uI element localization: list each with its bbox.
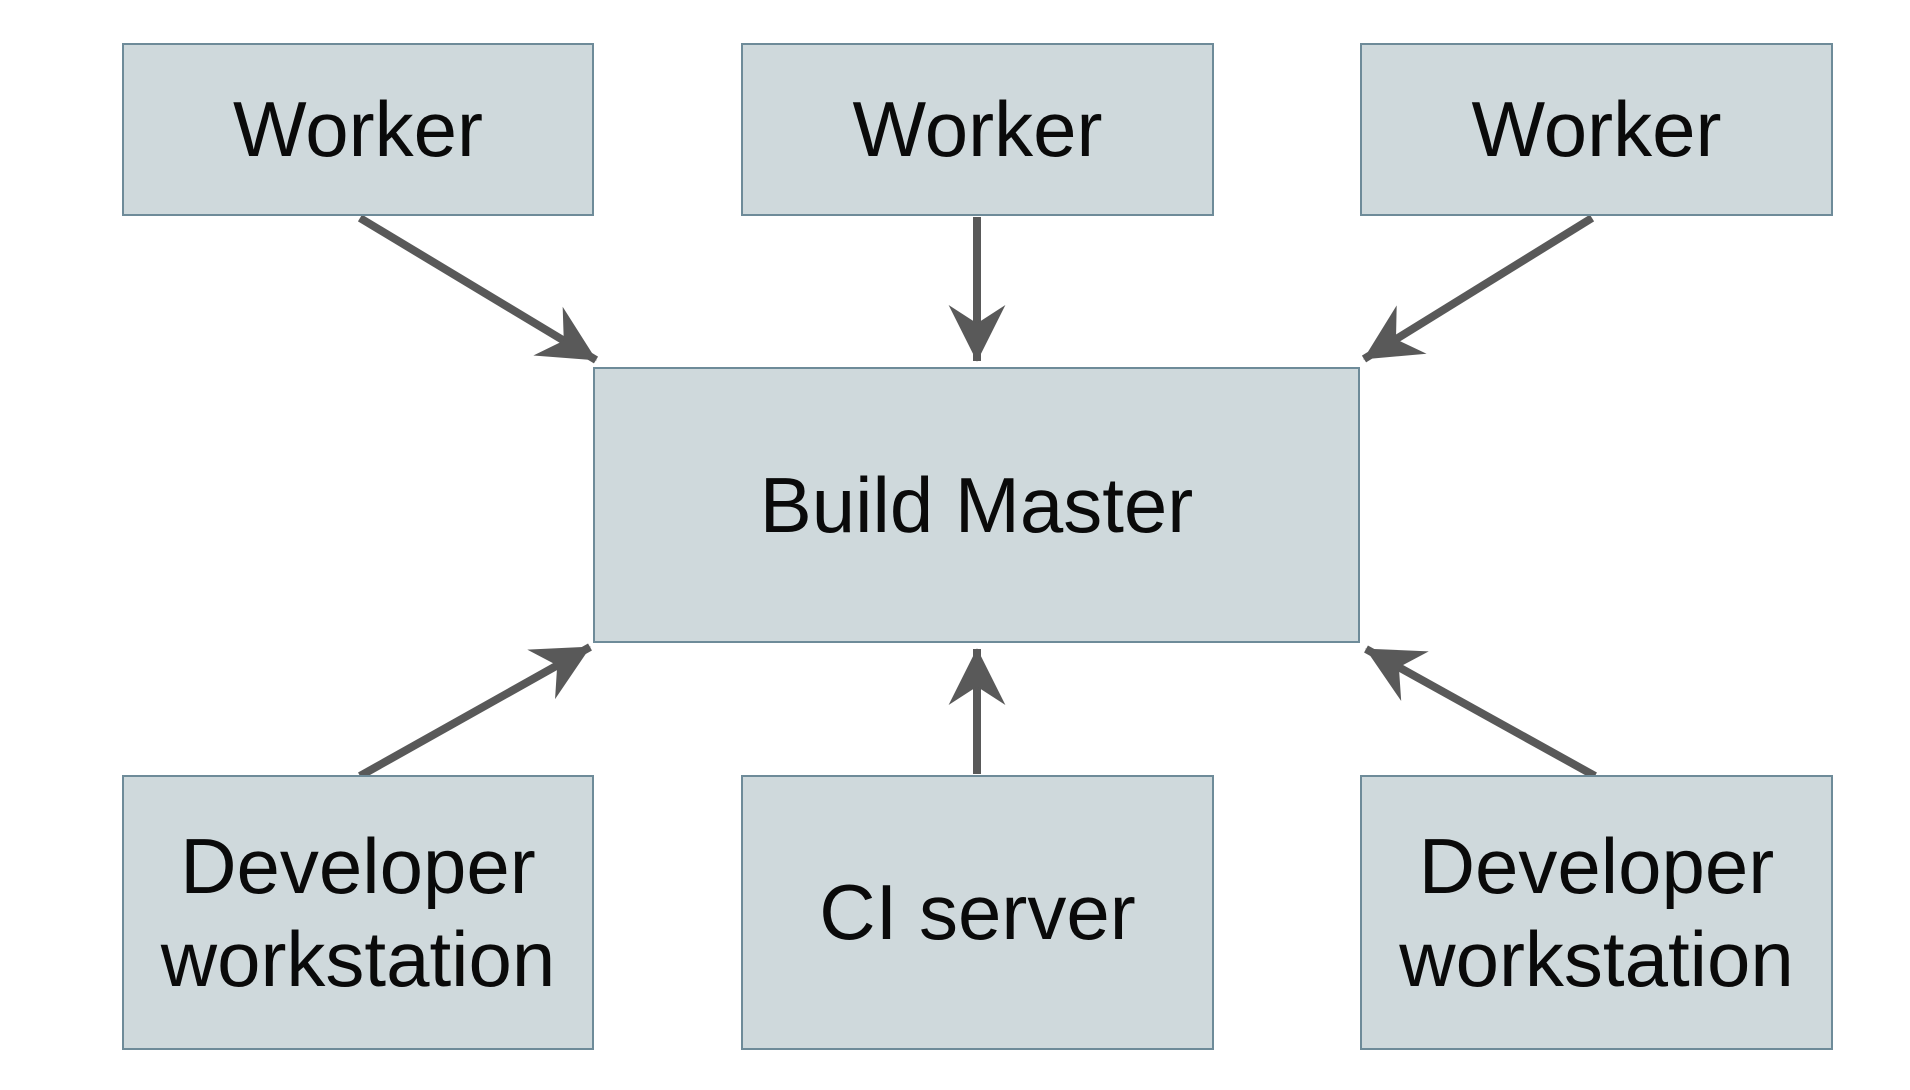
node-developer-workstation-right: Developer workstation xyxy=(1360,775,1833,1050)
node-worker-2: Worker xyxy=(741,43,1214,216)
node-worker-1-label: Worker xyxy=(233,83,483,175)
node-ci-server-label: CI server xyxy=(819,866,1135,958)
node-developer-workstation-left-label: Developer workstation xyxy=(161,820,556,1004)
node-worker-3-line-1: Worker xyxy=(1471,85,1722,174)
node-developer-workstation-right-label: Developer workstation xyxy=(1399,820,1794,1004)
node-worker-2-line-1: Worker xyxy=(852,85,1103,174)
node-developer-workstation-left: Developer workstation xyxy=(122,775,594,1050)
arrow-worker-3-to-build-master xyxy=(1361,214,1595,363)
node-worker-3: Worker xyxy=(1360,43,1833,216)
node-worker-3-label: Worker xyxy=(1472,83,1722,175)
node-ci-server: CI server xyxy=(741,775,1214,1050)
node-build-master: Build Master xyxy=(593,367,1360,643)
node-developer-workstation-left-line-1: Developer xyxy=(180,822,536,911)
arrow-developer-workstation-right-to-build-master xyxy=(1364,645,1597,780)
arrow-worker-1-to-build-master xyxy=(357,214,599,364)
node-build-master-label: Build Master xyxy=(760,459,1194,551)
node-ci-server-line-1: CI server xyxy=(819,868,1136,957)
node-worker-1-line-1: Worker xyxy=(233,85,483,174)
node-developer-workstation-right-line-1: Developer xyxy=(1418,822,1775,911)
node-developer-workstation-left-line-2: workstation xyxy=(160,914,556,1003)
arrow-developer-workstation-left-to-build-master xyxy=(358,643,592,780)
node-developer-workstation-right-line-2: workstation xyxy=(1399,914,1794,1003)
node-build-master-line-1: Build Master xyxy=(759,460,1194,549)
node-worker-1: Worker xyxy=(122,43,594,216)
node-worker-2-label: Worker xyxy=(853,83,1103,175)
